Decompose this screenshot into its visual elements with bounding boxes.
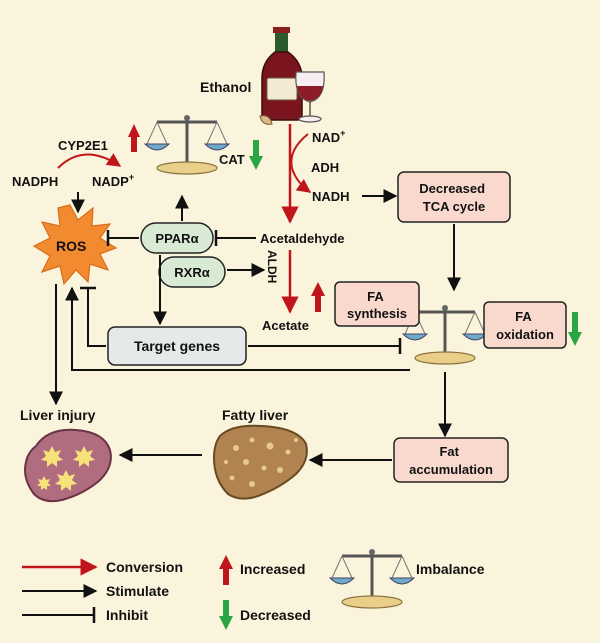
wine-bottle-icon <box>259 27 303 125</box>
legend-decreased-icon <box>219 600 233 630</box>
injured-liver-icon <box>24 428 112 503</box>
cyp2e1-label: CYP2E1 <box>58 138 108 153</box>
legend-imbalance-label: Imbalance <box>416 561 485 577</box>
fatty-liver-icon <box>212 424 308 500</box>
ppar-label: PPARα <box>155 231 198 246</box>
legend-increased-label: Increased <box>240 561 305 577</box>
fat-accumulation-box <box>393 437 509 483</box>
nadh-label: NADH <box>312 189 350 204</box>
liver-injury-label: Liver injury <box>20 407 96 423</box>
legend-inhibit-label: Inhibit <box>106 607 148 623</box>
legend-increased-icon <box>219 555 233 585</box>
nad-to-nadh-arrow <box>290 133 312 193</box>
rxr-label: RXRα <box>174 265 209 280</box>
fa-oxidation-label: FA oxidation <box>496 309 554 342</box>
cat-decreased-icon <box>249 140 263 170</box>
ppar-receptor <box>140 222 214 254</box>
fa-oxidation-decreased-icon <box>568 312 582 346</box>
fa-oxidation-box <box>483 301 567 349</box>
legend-stimulate-label: Stimulate <box>106 583 169 599</box>
scale-to-ros-feedback-arrow <box>65 286 410 371</box>
adh-label: ADH <box>311 160 339 175</box>
acetate-label: Acetate <box>262 318 309 333</box>
nadph-label: NADPH <box>12 174 58 189</box>
tca-cycle-box <box>397 171 511 223</box>
nadph-to-nadp-arrow <box>57 153 122 169</box>
target-genes-label: Target genes <box>134 338 220 354</box>
legend-conversion-label: Conversion <box>106 559 183 575</box>
target-inhibit-scale <box>248 338 402 354</box>
tca-cycle-label: Decreased TCA cycle <box>419 181 488 214</box>
acetaldehyde-inhibit-ppar <box>214 230 256 246</box>
balance-scale-icon <box>143 113 231 176</box>
ros-burst-icon <box>32 204 118 286</box>
fa-synthesis-box <box>334 281 420 327</box>
ethanol-label: Ethanol <box>200 79 251 95</box>
cat-label: CAT <box>219 152 245 167</box>
ros-label: ROS <box>56 238 86 254</box>
target-genes-box <box>107 326 247 366</box>
fat-accumulation-label: Fat accumulation <box>409 444 493 477</box>
legend-decreased-label: Decreased <box>240 607 311 623</box>
nad-label: NAD+ <box>312 128 345 145</box>
fa-synthesis-label: FA synthesis <box>347 289 407 321</box>
acetaldehyde-label: Acetaldehyde <box>260 231 345 246</box>
aldh-label: ALDH <box>265 250 279 283</box>
target-inhibit-ros <box>80 286 106 347</box>
wine-glass-icon <box>295 71 325 123</box>
nadp-label: NADP+ <box>92 172 134 189</box>
fa-synthesis-increased-icon <box>311 282 325 312</box>
legend-scale-icon <box>328 547 416 610</box>
fatty-liver-label: Fatty liver <box>222 407 289 423</box>
cyp2e1-increased-icon <box>128 124 140 152</box>
ppar-inhibit-ros <box>106 230 139 246</box>
legend: Conversion Stimulate Inhibit Increased D… <box>22 555 485 630</box>
